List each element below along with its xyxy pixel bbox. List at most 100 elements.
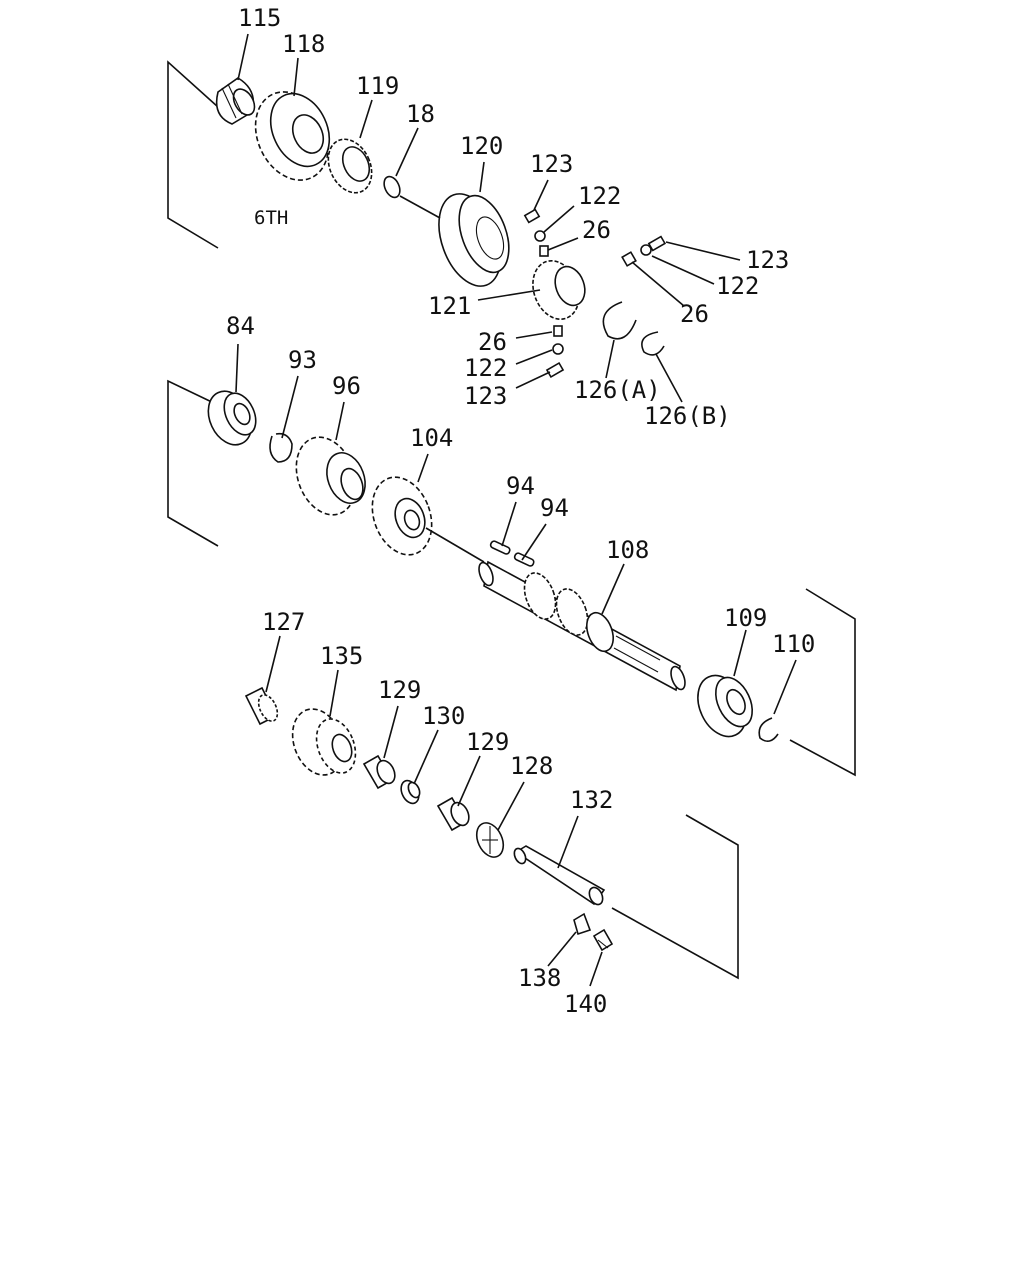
leader-123b [665, 241, 741, 261]
spring-26c [553, 325, 563, 337]
label-109: 109 [724, 604, 767, 632]
leader-129a [383, 705, 399, 759]
label-129b: 129 [466, 728, 509, 756]
label-104: 104 [410, 424, 453, 452]
leader-94b [521, 523, 547, 561]
snap-ring-126a [602, 301, 637, 340]
leader-121 [477, 289, 541, 301]
label-115: 115 [238, 4, 281, 32]
needle-bearing-115 [215, 77, 256, 125]
spacer-130 [400, 779, 421, 805]
main-shaft-108 [478, 560, 686, 692]
leader-129b [457, 755, 481, 807]
idler-shaft-132 [513, 845, 606, 906]
label-93: 93 [288, 346, 317, 374]
label-140: 140 [564, 990, 607, 1018]
thrust-washer-128 [475, 822, 505, 858]
leader-122b [651, 255, 715, 285]
label-135: 135 [320, 642, 363, 670]
leader-128 [497, 781, 525, 831]
label-126b: 126(B) [644, 402, 731, 430]
label-120: 120 [460, 132, 503, 160]
group-bracket-mid-right [789, 588, 856, 777]
leader-26b [631, 261, 685, 307]
gear-96 [295, 436, 366, 516]
label-6th: 6TH [254, 207, 288, 229]
snap-ring-126b [641, 331, 665, 356]
gear-104 [371, 476, 433, 556]
label-123a: 123 [530, 150, 573, 178]
key-94b [513, 552, 535, 567]
leader-126b [655, 353, 683, 403]
leader-115 [237, 33, 249, 81]
label-123b: 123 [746, 246, 789, 274]
label-122b: 122 [716, 272, 759, 300]
leader-123c [515, 371, 551, 389]
group-bracket-bottom-right [611, 814, 739, 980]
ball-122b [640, 244, 652, 256]
snap-ring-93 [269, 432, 293, 463]
leader-130 [413, 729, 439, 785]
snap-ring-110 [758, 717, 779, 742]
leader-108 [601, 563, 625, 615]
leader-138 [547, 931, 577, 967]
leader-18 [395, 127, 419, 177]
label-130: 130 [422, 702, 465, 730]
label-122a: 122 [578, 182, 621, 210]
axis-line-top [399, 195, 441, 219]
synchro-ring-119 [327, 138, 373, 194]
leader-126a [605, 339, 615, 379]
snap-ring-18 [383, 175, 401, 199]
label-26a: 26 [582, 216, 611, 244]
leader-123a [533, 179, 549, 211]
label-108: 108 [606, 536, 649, 564]
leader-122c [515, 349, 553, 365]
label-18: 18 [406, 100, 435, 128]
gear-135 [291, 708, 357, 776]
key-123c [545, 361, 565, 379]
group-bracket-mid-left [167, 379, 219, 547]
leader-110 [773, 659, 797, 715]
label-127: 127 [262, 608, 305, 636]
label-118: 118 [282, 30, 325, 58]
needle-bearing-129a [362, 754, 396, 790]
leader-26c [515, 331, 553, 339]
sleeve-120 [438, 193, 510, 287]
ball-122a [534, 230, 546, 242]
label-119: 119 [356, 72, 399, 100]
label-110: 110 [772, 630, 815, 658]
leader-93 [281, 375, 299, 439]
leader-140 [589, 951, 603, 987]
leader-118 [293, 57, 299, 97]
stub-127 [244, 686, 279, 726]
label-94a: 94 [506, 472, 535, 500]
leader-94a [501, 501, 517, 547]
ball-122c [552, 343, 564, 355]
axis-line-middle [425, 527, 485, 563]
leader-135 [329, 669, 339, 717]
hub-121 [532, 260, 586, 320]
leader-132 [557, 815, 579, 869]
leader-104 [417, 453, 429, 483]
leader-119 [359, 99, 373, 139]
label-96: 96 [332, 372, 361, 400]
label-138: 138 [518, 964, 561, 992]
lock-plate-138 [573, 912, 592, 936]
key-123a [523, 208, 541, 224]
leader-109 [733, 629, 747, 677]
group-bracket-top-left [167, 60, 219, 249]
label-26b: 26 [680, 300, 709, 328]
needle-bearing-129b [436, 796, 470, 832]
label-132: 132 [570, 786, 613, 814]
label-94b: 94 [540, 494, 569, 522]
leader-26a [547, 237, 579, 251]
bearing-84 [207, 390, 257, 446]
leader-120 [479, 161, 485, 193]
leader-122a [543, 205, 575, 233]
label-122c: 122 [464, 354, 507, 382]
gear-118 [254, 91, 331, 181]
label-126a: 126(A) [574, 376, 661, 404]
label-123c: 123 [464, 382, 507, 410]
label-129a: 129 [378, 676, 421, 704]
